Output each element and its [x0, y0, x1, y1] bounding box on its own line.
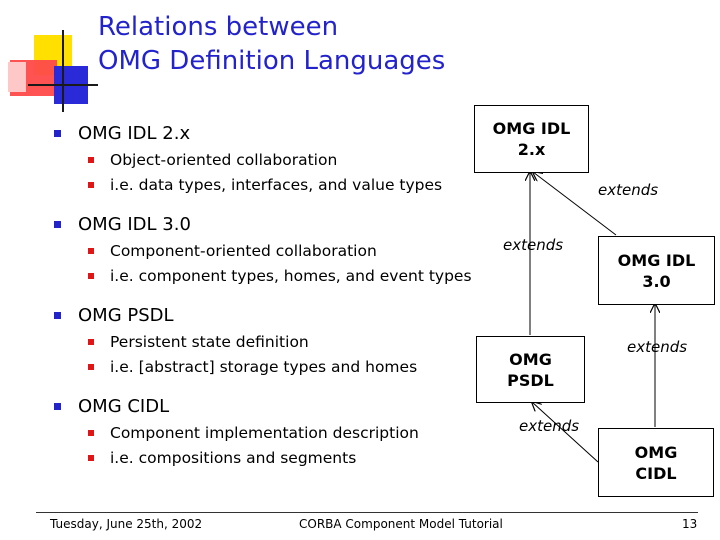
sub-bullet-item: Persistent state definition [52, 330, 532, 355]
logo-horizontal-line [28, 84, 98, 86]
edge-label-extends: extends [598, 181, 659, 199]
bullet-item: OMG CIDL [52, 393, 532, 421]
red-square-bullet-icon [88, 273, 94, 279]
sub-bullet-text: i.e. data types, interfaces, and value t… [110, 176, 443, 194]
sub-bullet-item: i.e. [abstract] storage types and homes [52, 355, 532, 380]
box-omg-psdl-line-1: OMG [509, 349, 552, 369]
bullet-text: OMG IDL 2.x [78, 123, 191, 144]
sub-bullet-text: i.e. component types, homes, and event t… [110, 267, 472, 285]
arrow-cidl-to-psdl [532, 402, 599, 463]
bullet-group: OMG IDL 3.0 Component-oriented collabora… [52, 211, 532, 289]
sub-bullet-item: i.e. component types, homes, and event t… [52, 264, 532, 289]
red-square-bullet-icon [88, 339, 94, 345]
edge-label-extends: extends [503, 236, 564, 254]
footer-title: CORBA Component Model Tutorial [299, 517, 503, 531]
sub-bullet-item: i.e. compositions and segments [52, 446, 532, 471]
edge-label-extends: extends [519, 417, 580, 435]
box-omg-cidl-line-1: OMG [634, 442, 678, 462]
bullet-list: OMG IDL 2.x Object-oriented collaboratio… [52, 120, 532, 484]
box-omg-psdl: OMG PSDL [476, 336, 585, 403]
sub-bullet-text: Persistent state definition [110, 333, 309, 351]
bullet-item: OMG IDL 2.x [52, 120, 532, 148]
box-omg-idl-2x-line-2: 2.x [517, 140, 546, 159]
box-omg-idl-2x: OMG IDL 2.x [474, 105, 589, 173]
arrow-idl3-to-idl2 [533, 172, 617, 236]
box-omg-cidl-line-2: CIDL [635, 463, 677, 483]
page-number: 13 [682, 517, 698, 531]
bullet-item: OMG PSDL [52, 302, 532, 330]
slide-title-line-2: OMG Definition Languages [98, 46, 446, 76]
footer-date: Tuesday, June 25th, 2002 [50, 517, 203, 531]
red-square-bullet-icon [88, 157, 94, 163]
sub-bullet-item: Object-oriented collaboration [52, 148, 532, 173]
red-square-bullet-icon [88, 364, 94, 370]
logo-pink-square [8, 62, 26, 92]
logo-vertical-line [62, 30, 64, 112]
box-omg-idl-30-line-2: 3.0 [642, 271, 671, 291]
sub-bullet-text: Object-oriented collaboration [110, 151, 338, 169]
box-omg-idl-30-line-1: OMG IDL [617, 250, 696, 270]
bullet-item: OMG IDL 3.0 [52, 211, 532, 239]
slide-title-line-1: Relations between [98, 12, 339, 42]
box-omg-psdl-line-2: PSDL [507, 370, 554, 390]
edge-label-extends: extends [627, 338, 688, 356]
blue-square-bullet-icon [54, 403, 61, 410]
bullet-group: OMG PSDL Persistent state definition i.e… [52, 302, 532, 380]
sub-bullet-item: Component implementation description [52, 421, 532, 446]
bullet-group: OMG CIDL Component implementation descri… [52, 393, 532, 471]
red-square-bullet-icon [88, 182, 94, 188]
blue-square-bullet-icon [54, 130, 61, 137]
sub-bullet-item: Component-oriented collaboration [52, 239, 532, 264]
sub-bullet-item: i.e. data types, interfaces, and value t… [52, 173, 532, 198]
sub-bullet-text: Component-oriented collaboration [110, 242, 377, 260]
box-omg-idl-30: OMG IDL 3.0 [598, 236, 715, 305]
red-square-bullet-icon [88, 430, 94, 436]
box-omg-cidl: OMG CIDL [598, 428, 714, 497]
red-square-bullet-icon [88, 248, 94, 254]
blue-square-bullet-icon [54, 312, 61, 319]
bullet-text: OMG IDL 3.0 [78, 214, 191, 235]
sub-bullet-text: Component implementation description [110, 424, 419, 442]
sub-bullet-text: i.e. [abstract] storage types and homes [110, 358, 418, 376]
bullet-text: OMG CIDL [78, 396, 170, 417]
bullet-group: OMG IDL 2.x Object-oriented collaboratio… [52, 120, 532, 198]
box-omg-idl-2x-line-1: OMG IDL [492, 119, 571, 138]
blue-square-bullet-icon [54, 221, 61, 228]
red-square-bullet-icon [88, 455, 94, 461]
bullet-text: OMG PSDL [78, 305, 174, 326]
slide-title: Relations between OMG Definition Languag… [98, 10, 698, 78]
footer-divider [36, 512, 698, 513]
sub-bullet-text: i.e. compositions and segments [110, 449, 357, 467]
